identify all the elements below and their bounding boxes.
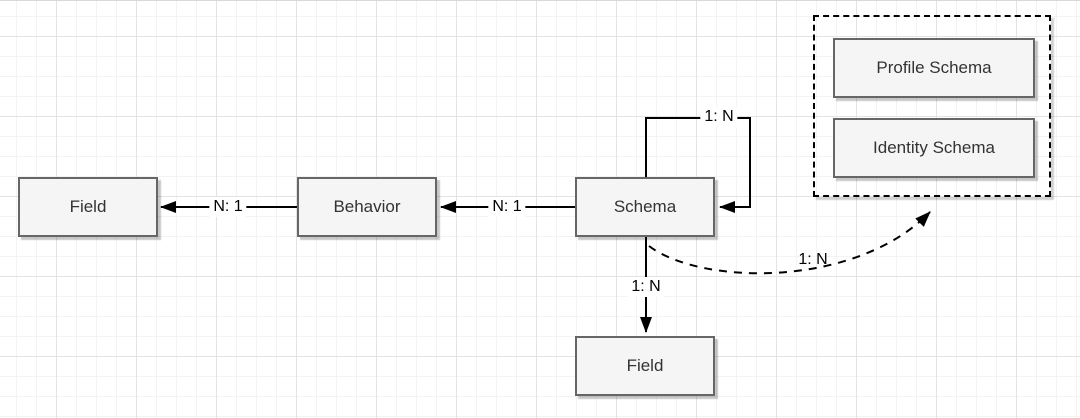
edge-label-schema-to-behavior: N: 1 bbox=[488, 197, 526, 217]
node-field-bottom-label: Field bbox=[626, 356, 664, 375]
edge-label-schema-self-loop: 1: N bbox=[700, 107, 738, 127]
node-field-left: Field bbox=[18, 177, 158, 237]
schema-group-frame: Profile Schema Identity Schema bbox=[813, 15, 1051, 197]
node-field-left-label: Field bbox=[69, 197, 107, 216]
node-profile-schema-label: Profile Schema bbox=[876, 58, 992, 77]
edge-label-behavior-to-field-left: N: 1 bbox=[209, 197, 247, 217]
node-behavior: Behavior bbox=[297, 177, 437, 237]
edge-label-schema-to-field-bottom: 1: N bbox=[627, 277, 665, 297]
node-schema: Schema bbox=[575, 177, 715, 237]
node-schema-label: Schema bbox=[613, 197, 677, 216]
node-identity-schema-label: Identity Schema bbox=[873, 138, 995, 157]
node-profile-schema: Profile Schema bbox=[833, 38, 1035, 98]
node-field-bottom: Field bbox=[575, 336, 715, 396]
node-behavior-label: Behavior bbox=[333, 197, 401, 216]
node-identity-schema: Identity Schema bbox=[833, 118, 1035, 178]
edge-label-schema-to-schema-group: 1: N bbox=[798, 251, 828, 268]
